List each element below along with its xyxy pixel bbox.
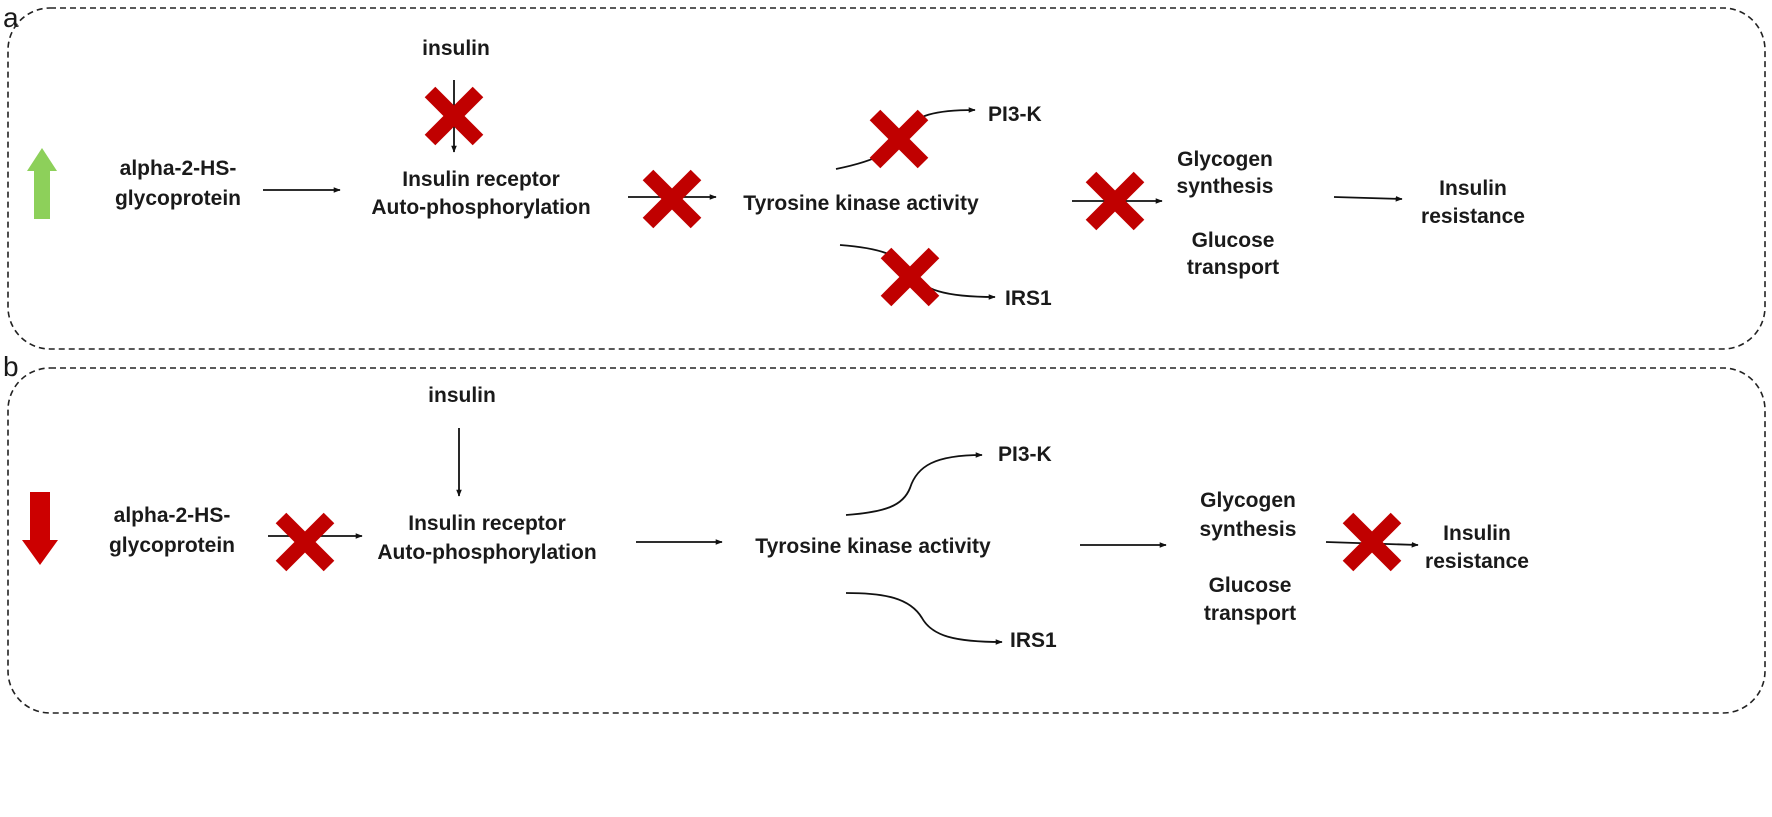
arrow-to-insulin-resistance [1333,196,1403,202]
cross-x-icon [424,86,484,146]
arrow-down-icon [22,492,58,565]
glucose-label-line1: Glucose [1192,229,1275,252]
panel-a-letter: a [3,2,19,33]
resistance-label-line1: Insulin [1439,177,1507,200]
protein-label-line2: glycoprotein [115,187,241,210]
receptor-label-line1: Insulin receptor [408,512,566,535]
pi3k-label: PI3-K [988,103,1042,126]
cross-x-icon [869,109,929,169]
glycogen-label-line2: synthesis [1200,518,1297,541]
protein-label-line1: alpha-2-HS- [114,504,231,527]
cross-x-icon [275,512,335,572]
panel-b-letter: b [3,351,19,382]
cross-x-icon [880,247,940,307]
protein-label-line2: glycoprotein [109,534,235,557]
arrow-up-icon [27,148,57,219]
panel-b: b alpha-2-HS- glycoprotein insulin Insul… [3,351,1766,714]
resistance-label-line1: Insulin [1443,522,1511,545]
glucose-label-line2: transport [1204,602,1296,625]
irs1-label: IRS1 [1010,629,1057,652]
panel-a: a alpha-2-HS- glycoprotein insulin Insul… [3,2,1766,350]
resistance-label-line2: resistance [1425,550,1529,573]
receptor-label-line1: Insulin receptor [402,168,560,191]
glucose-label-line1: Glucose [1209,574,1292,597]
glycogen-label-line1: Glycogen [1177,148,1273,171]
panel-b-border [7,367,1766,714]
cross-x-icon [1085,171,1145,231]
arrow-kinase-to-irs1 [845,592,1003,645]
glycogen-label-line1: Glycogen [1200,489,1296,512]
irs1-label: IRS1 [1005,287,1052,310]
receptor-label-line2: Auto-phosphorylation [377,541,596,564]
cross-x-icon [1342,512,1402,572]
receptor-label-line2: Auto-phosphorylation [371,196,590,219]
cross-x-icon [642,169,702,229]
pi3k-label: PI3-K [998,443,1052,466]
insulin-label: insulin [422,37,490,60]
kinase-label: Tyrosine kinase activity [743,192,979,215]
kinase-label: Tyrosine kinase activity [755,535,991,558]
glycogen-label-line2: synthesis [1177,175,1274,198]
arrow-kinase-to-pi3k [845,452,983,516]
insulin-label: insulin [428,384,496,407]
protein-label-line1: alpha-2-HS- [120,157,237,180]
glucose-label-line2: transport [1187,256,1279,279]
resistance-label-line2: resistance [1421,205,1525,228]
